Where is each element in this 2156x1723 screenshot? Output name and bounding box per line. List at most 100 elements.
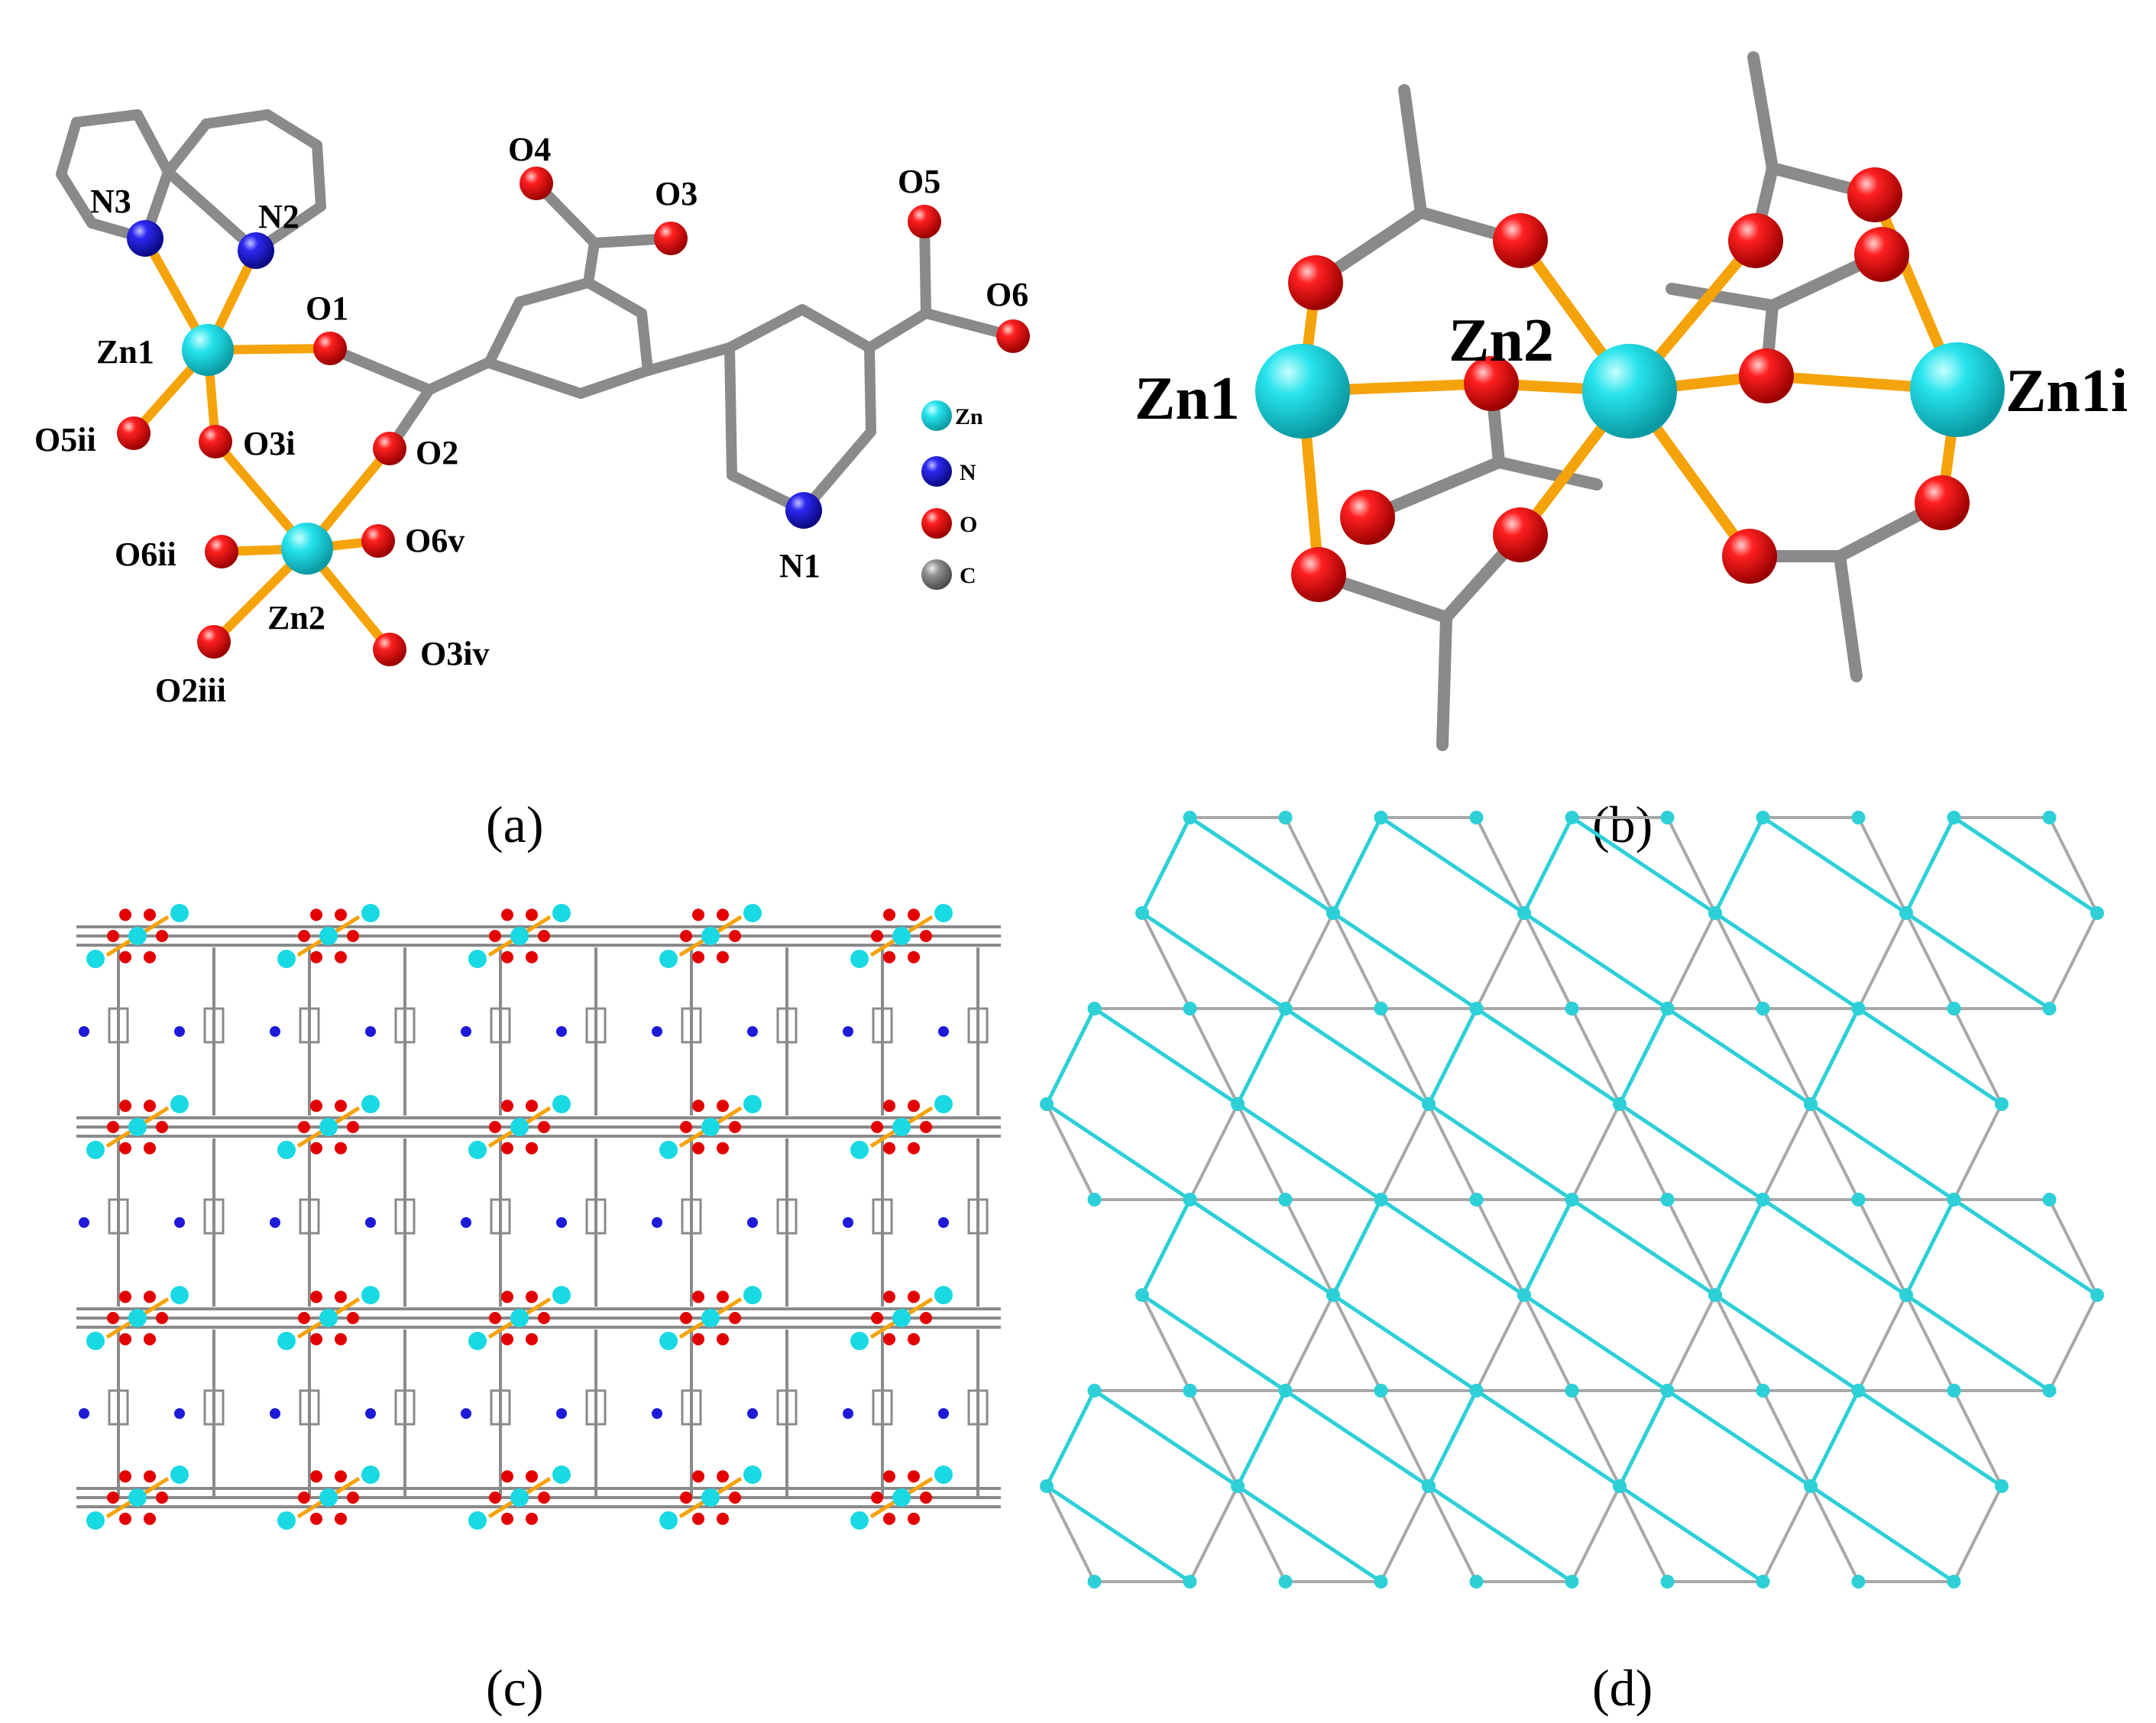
zn-atom [128,1488,147,1507]
n-atom [938,1408,949,1419]
o-atom [692,1512,704,1525]
bipyridine-bond [575,365,653,399]
o-atom [119,1512,131,1525]
net-edge [1141,1294,1192,1391]
net-edge [1236,1485,1287,1582]
net-node [1660,811,1675,824]
panel-a-atom-labels: N3 N2 Zn1 O1 O5ii O3i O2 O6ii O6v Zn2 O3… [34,131,1028,709]
net-link [1522,816,1574,915]
o-atom [717,1333,729,1346]
o-atom [883,1333,895,1346]
pyridyl-ring [776,1389,798,1426]
o-atom [310,1291,322,1304]
o-atom [335,1291,347,1304]
label-n3: N3 [90,183,131,220]
net-node [2090,1288,2104,1302]
o-atom [692,951,704,964]
o-atom [526,1470,538,1483]
net-edge [1905,1294,1956,1391]
label-n1: N1 [779,547,821,585]
zn-atom [510,1309,529,1327]
net-edge [1188,1103,1239,1200]
pyridyl-ring [585,1198,607,1235]
net-node [1947,1384,1961,1398]
o-atom [107,1312,119,1324]
net-link [1045,1484,1191,1584]
oxygen-atom [1493,213,1548,268]
o-atom [538,1312,550,1324]
zn-atom [86,950,105,968]
o-atom [335,1142,347,1155]
net-edge [1236,1103,1287,1200]
o-atom [883,1100,895,1113]
o6-atom [996,319,1030,353]
n-atom [938,1217,949,1228]
net-edge [1523,1294,1574,1391]
net-node [1517,906,1531,920]
panel-d-net [1040,811,2104,1589]
net-node [1469,1193,1484,1206]
net-node [1565,1002,1579,1015]
net-edge [1475,1294,1526,1391]
zn-atom [170,1286,189,1304]
net-node [1947,1193,1961,1206]
bipyridine-bond [484,358,586,399]
bipyridine-bond [636,308,653,376]
net-edge [1952,1485,2003,1582]
n-atom [843,1408,853,1419]
o-atom [692,908,704,921]
net-node [1374,1384,1388,1398]
net-edge [1618,1485,1669,1582]
zn1-atom [182,324,234,376]
net-link [1235,1389,1287,1488]
pyridyl-ring [490,1198,511,1235]
net-edge [1952,1103,2003,1200]
net-node [1660,1193,1675,1206]
bipyridine-bond [514,277,594,307]
oxygen-atom [1464,356,1519,411]
zn-atom [934,904,953,922]
net-edge [1570,1103,1621,1200]
label-b-zn1i: Zn1i [2005,358,2128,425]
net-node [2042,1193,2057,1206]
label-o5: O5 [898,163,940,200]
zn-atom [850,1141,869,1159]
o-atom [717,1100,729,1113]
bipyridine-bond [56,169,97,228]
net-link [1332,911,1478,1011]
o-atom [526,1291,538,1304]
net-link [1284,1388,1430,1488]
legend-n-sphere [921,456,952,487]
o-atom [156,1491,168,1504]
net-node [1613,1479,1627,1493]
o-atom [729,930,741,942]
zn-atom [510,1488,529,1507]
n-atom [270,1408,280,1419]
o-atom [489,1121,501,1133]
zn-atom [510,1118,529,1136]
o-atom [310,1470,322,1483]
net-node [1851,1193,1866,1206]
net-edge [1714,912,1765,1009]
net-link [1762,1197,1908,1297]
o3i-atom [199,425,232,458]
o-atom [119,908,131,921]
n-atom [461,1408,471,1419]
o-atom [144,1100,156,1113]
o6v-atom [361,524,395,558]
zn-atom [170,1466,189,1484]
net-edge [1761,1008,1812,1105]
label-o2iii: O2iii [155,672,226,709]
net-link [1332,1293,1478,1393]
net-link [1427,1484,1573,1584]
net-edge [1045,1485,1096,1582]
label-b-zn2: Zn2 [1449,307,1554,374]
o-atom [871,1121,883,1133]
n-atom [652,1026,662,1037]
net-node [1756,1575,1770,1589]
zn-atom [552,1466,571,1484]
net-node [1183,1002,1197,1015]
o-atom [144,1512,156,1525]
o-atom [526,1512,538,1525]
net-edge [1188,1008,1239,1105]
